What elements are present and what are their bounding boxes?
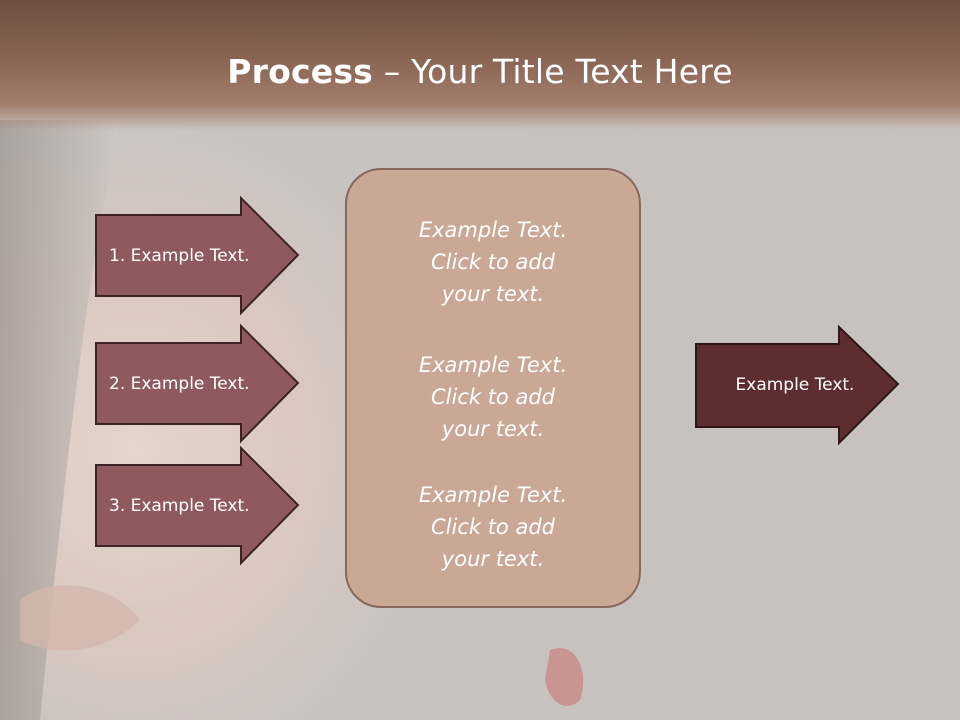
center-text-block-2: Example Text. Click to add your text. <box>347 349 639 445</box>
right-arrow[interactable]: Example Text. <box>695 324 900 446</box>
center-line: Click to add <box>430 250 555 274</box>
center-line: Click to add <box>430 385 555 409</box>
center-text-block-1: Example Text. Click to add your text. <box>347 214 639 310</box>
center-line: your text. <box>441 282 545 306</box>
arrow-shape <box>95 323 300 444</box>
title-bold-part: Process <box>227 52 374 91</box>
left-arrow-1[interactable]: 1. Example Text. <box>95 195 300 316</box>
left-arrow-3[interactable]: 3. Example Text. <box>95 445 300 566</box>
left-arrow-label: 3. Example Text. <box>109 495 250 516</box>
left-arrow-label: 2. Example Text. <box>109 373 250 394</box>
center-line: Example Text. <box>418 483 568 507</box>
center-text-box[interactable]: Example Text. Click to add your text. Ex… <box>345 168 641 608</box>
arrow-shape <box>95 195 300 316</box>
left-arrow-label: 1. Example Text. <box>109 245 250 266</box>
title-header-band <box>0 0 960 130</box>
center-line: Example Text. <box>418 353 568 377</box>
arrow-shape <box>95 445 300 566</box>
center-line: your text. <box>441 547 545 571</box>
left-arrow-2[interactable]: 2. Example Text. <box>95 323 300 444</box>
arrow-shape <box>695 324 900 446</box>
right-arrow-label: Example Text. <box>735 375 855 395</box>
center-line: Example Text. <box>418 218 568 242</box>
center-text-block-3: Example Text. Click to add your text. <box>347 479 639 575</box>
title-rest: – Your Title Text Here <box>373 52 733 91</box>
center-line: your text. <box>441 417 545 441</box>
center-line: Click to add <box>430 515 555 539</box>
slide-title[interactable]: Process – Your Title Text Here <box>0 52 960 91</box>
